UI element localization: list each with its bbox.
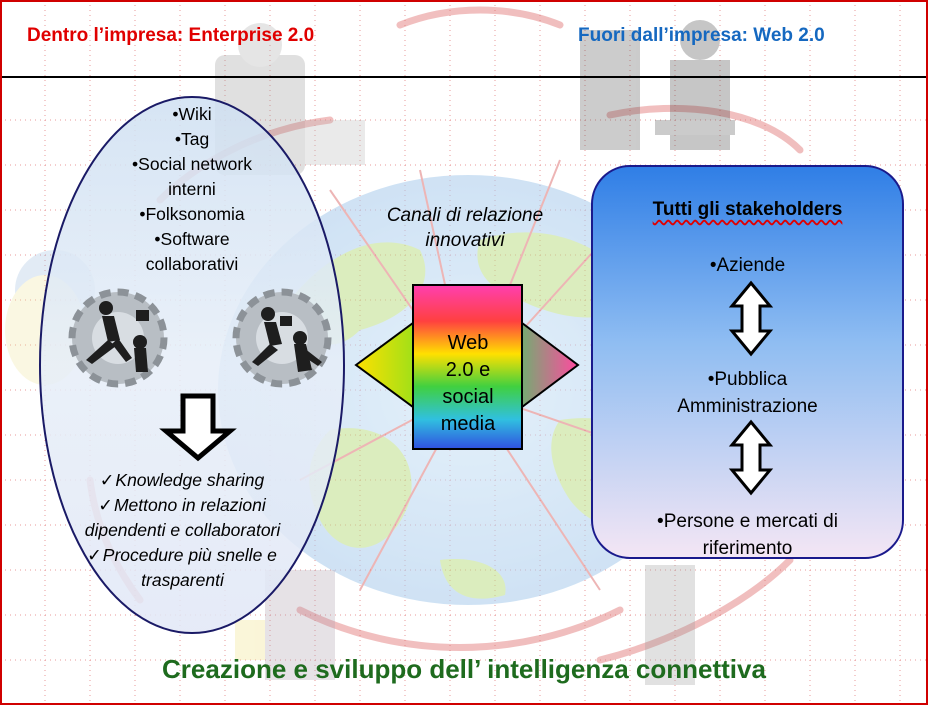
list-item: ✓Procedure più snelle e — [87, 545, 277, 565]
list-item: interni — [168, 179, 216, 199]
stakeholder-item-persone: •Persone e mercati di riferimento — [657, 511, 838, 559]
list-item: collaborativi — [145, 254, 239, 274]
stakeholders-panel — [591, 165, 904, 559]
list-item: ✓Knowledge sharing — [99, 470, 265, 490]
web-social-media-label: Web 2.0 e social media — [440, 332, 496, 435]
header-left-title: Dentro l’impresa: Enterprise 2.0 — [27, 25, 315, 46]
list-item: dipendenti e collaboratori — [84, 520, 281, 540]
list-item: •Tag — [174, 129, 210, 149]
list-item: ✓Mettono in relazioni — [98, 495, 266, 515]
gear-illustration-left — [68, 288, 168, 388]
stakeholder-item-pa: •Pubblica Amministrazione — [677, 369, 818, 417]
footer-title: Creazione e sviluppo dell’ intelligenza … — [162, 654, 766, 684]
gear-illustration-right — [232, 288, 332, 388]
enterprise-benefits-list: ✓Knowledge sharing ✓Mettono in relazioni… — [52, 468, 312, 593]
header-right-title: Fuori dall’impresa: Web 2.0 — [578, 25, 825, 46]
list-item: trasparenti — [141, 570, 224, 590]
check-icon: ✓ — [87, 545, 102, 565]
channels-label: Canali di relazione innovativi — [386, 205, 544, 251]
list-item: •Software — [154, 229, 230, 249]
check-icon: ✓ — [98, 495, 113, 515]
check-icon: ✓ — [99, 470, 115, 490]
stakeholders-title: Tutti gli stakeholders — [652, 199, 843, 220]
stakeholder-item-aziende: •Aziende — [709, 255, 786, 276]
list-item: •Folksonomia — [139, 204, 245, 224]
list-item: •Wiki — [172, 104, 212, 124]
updown-arrow-icon — [728, 280, 774, 357]
list-item: •Social network — [132, 154, 252, 174]
enterprise-tools-list: •Wiki •Tag •Social network interni •Folk… — [82, 102, 302, 277]
updown-arrow-icon — [728, 419, 774, 496]
down-arrow-icon — [159, 393, 237, 462]
web-double-arrow-icon — [354, 284, 580, 450]
enterprise-oval — [39, 96, 345, 634]
